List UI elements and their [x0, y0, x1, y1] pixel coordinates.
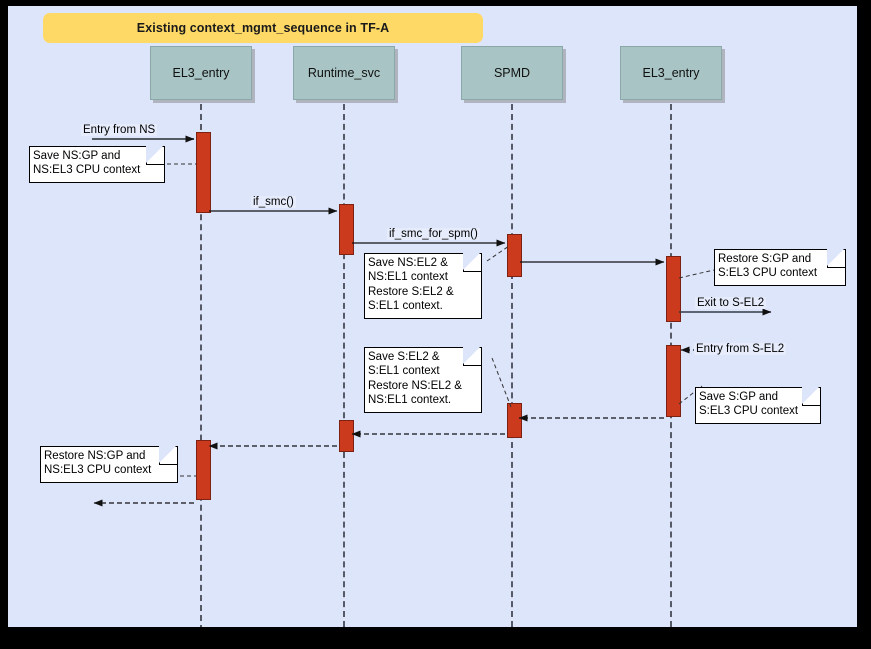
- label-if-smc: if_smc(): [251, 196, 296, 208]
- participant-label: EL3_entry: [172, 66, 230, 80]
- note-connector-2: [486, 245, 510, 262]
- label-entry-from-s-el2: Entry from S-EL2: [694, 343, 787, 355]
- participant-label: EL3_entry: [642, 66, 700, 80]
- diagram-title-banner: Existing context_mgmt_sequence in TF-A: [43, 13, 483, 43]
- note-text: Save S:EL2 & S:EL1 context Restore NS:EL…: [368, 351, 462, 407]
- note-restore-ns-gp: Restore NS:GP and NS:EL3 CPU context: [40, 446, 178, 483]
- participant-label: SPMD: [493, 66, 531, 80]
- activation-spmd-2: [507, 403, 522, 438]
- participant-spmd[interactable]: SPMD: [461, 46, 563, 100]
- note-save-s-gp: Save S:GP and S:EL3 CPU context: [695, 387, 821, 424]
- note-save-ns-el2: Save NS:EL2 & NS:EL1 context Restore S:E…: [364, 253, 482, 319]
- note-restore-s-gp: Restore S:GP and S:EL3 CPU context: [714, 249, 846, 286]
- lifeline-runtime-svc: [343, 104, 345, 627]
- label-exit-to-s-el2: Exit to S-EL2: [695, 297, 767, 309]
- label-if-smc-for-spm: if_smc_for_spm(): [387, 228, 480, 240]
- activation-el3-entry-s-1: [666, 256, 681, 322]
- note-text: Save NS:GP and NS:EL3 CPU context: [33, 150, 141, 177]
- activation-el3-entry-ns-1: [196, 132, 211, 213]
- lifeline-spmd: [511, 104, 513, 627]
- note-fold-icon: [159, 446, 177, 465]
- note-text: Save NS:EL2 & NS:EL1 context Restore S:E…: [368, 257, 454, 313]
- participant-el3-entry-ns[interactable]: EL3_entry: [150, 46, 252, 100]
- note-text: Restore NS:GP and NS:EL3 CPU context: [44, 450, 152, 477]
- diagram-canvas: Existing context_mgmt_sequence in TF-A E…: [8, 6, 857, 627]
- note-fold-icon: [146, 146, 164, 165]
- participant-label: Runtime_svc: [307, 66, 381, 80]
- note-connector-3: [678, 269, 715, 279]
- label-entry-from-ns: Entry from NS: [81, 124, 158, 136]
- activation-el3-entry-s-2: [666, 345, 681, 417]
- lifeline-el3-entry-ns: [200, 104, 202, 627]
- note-connector-4: [491, 357, 512, 408]
- activation-el3-entry-ns-2: [196, 440, 211, 500]
- note-text: Restore S:GP and S:EL3 CPU context: [718, 253, 818, 280]
- note-text: Save S:GP and S:EL3 CPU context: [699, 391, 799, 418]
- diagram-title: Existing context_mgmt_sequence in TF-A: [136, 21, 390, 35]
- note-save-ns-gp: Save NS:GP and NS:EL3 CPU context: [29, 146, 165, 183]
- note-fold-icon: [463, 347, 481, 366]
- activation-spmd-1: [507, 234, 522, 277]
- note-fold-icon: [463, 253, 481, 272]
- note-save-s-el2: Save S:EL2 & S:EL1 context Restore NS:EL…: [364, 347, 482, 413]
- participant-el3-entry-s[interactable]: EL3_entry: [620, 46, 722, 100]
- activation-runtime-svc-1: [339, 204, 354, 255]
- activation-runtime-svc-2: [339, 420, 354, 452]
- participant-runtime-svc[interactable]: Runtime_svc: [293, 46, 395, 100]
- note-fold-icon: [802, 387, 820, 406]
- note-fold-icon: [827, 249, 845, 268]
